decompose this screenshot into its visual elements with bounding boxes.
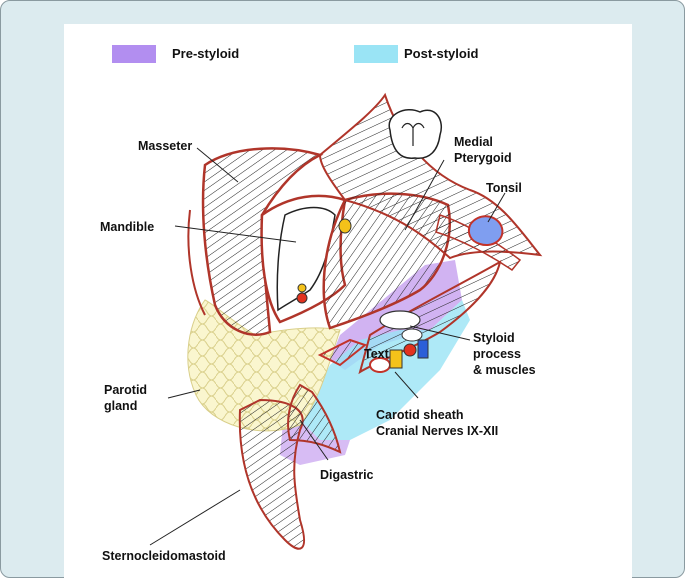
label-carotid-line1: Carotid sheath	[376, 407, 464, 423]
label-sternocleidomastoid: Sternocleidomastoid	[102, 548, 226, 564]
tonsil	[469, 216, 503, 245]
label-styloid-line3: & muscles	[473, 362, 536, 378]
label-mandible: Mandible	[100, 219, 154, 235]
label-styloid-line2: process	[473, 346, 521, 362]
label-masseter: Masseter	[138, 138, 192, 154]
label-text-overlay: Text	[364, 346, 389, 362]
carotid-yellow	[390, 350, 402, 368]
label-carotid-line2: Cranial Nerves IX-XII	[376, 423, 498, 439]
styloid-process	[380, 311, 420, 329]
label-styloid-line1: Styloid	[473, 330, 515, 346]
label-parotid-line2: gland	[104, 398, 137, 414]
label-medial-pterygoid-line2: Pterygoid	[454, 150, 512, 166]
label-digastric: Digastric	[320, 467, 374, 483]
label-tonsil: Tonsil	[486, 180, 522, 196]
label-medial-pterygoid-line1: Medial	[454, 134, 493, 150]
label-parotid-line1: Parotid	[104, 382, 147, 398]
carotid-blue	[418, 340, 428, 358]
tooth	[389, 110, 441, 159]
